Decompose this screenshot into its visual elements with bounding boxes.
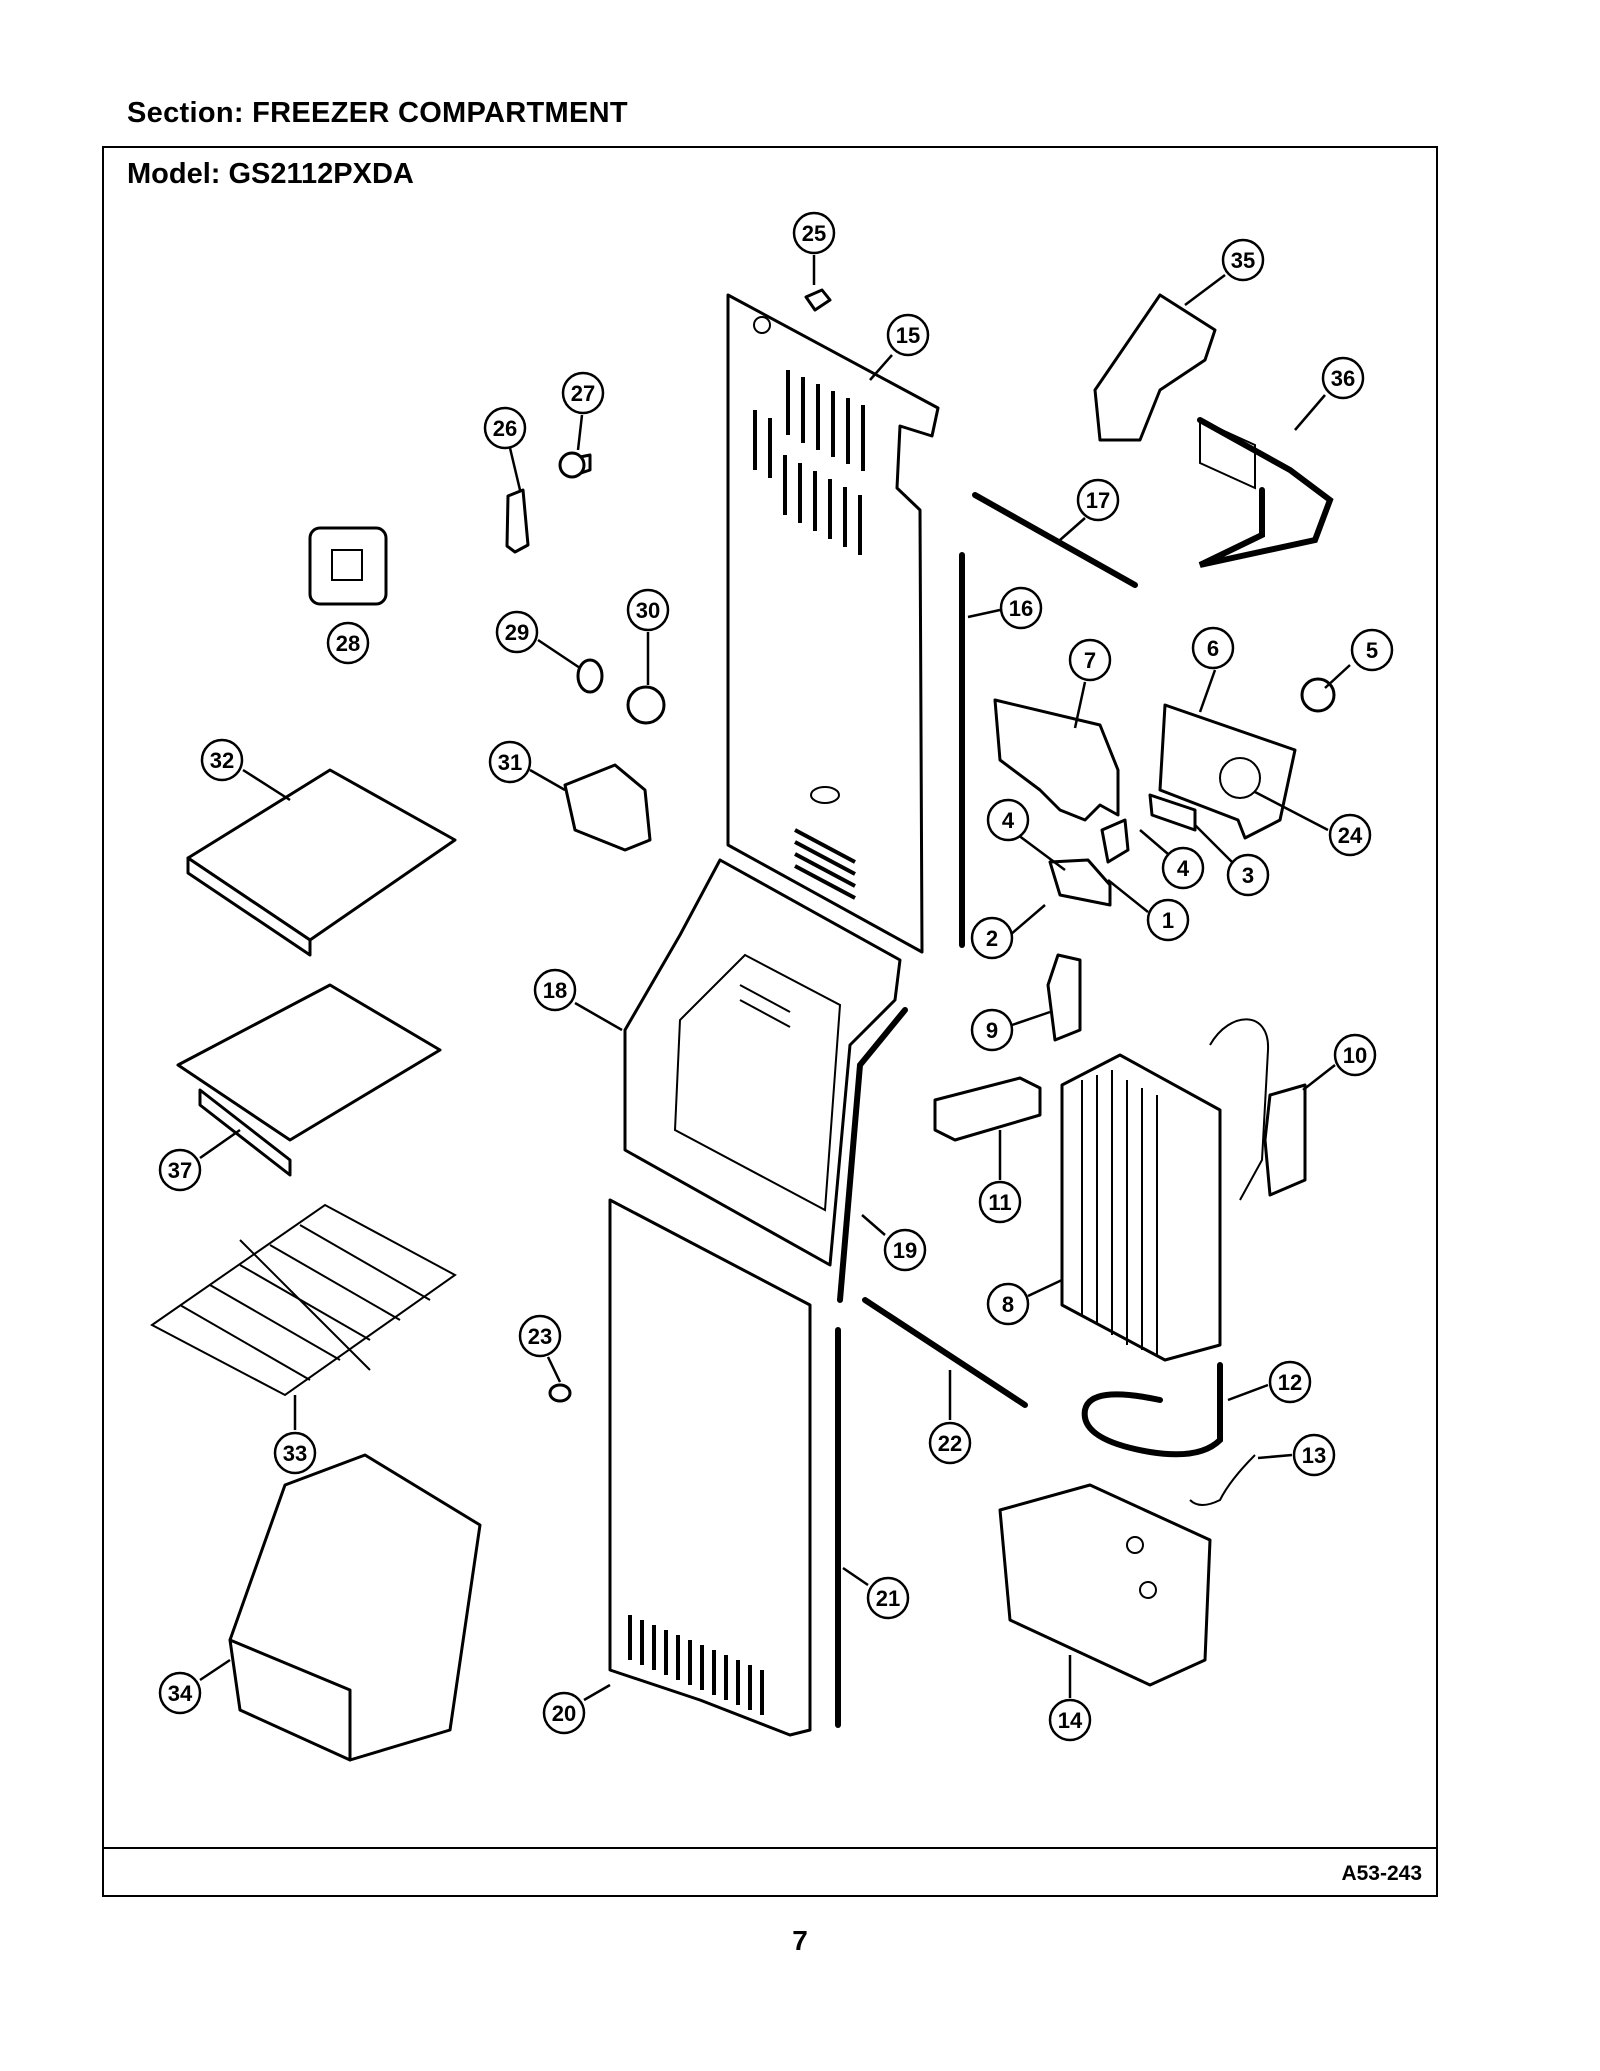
svg-text:2: 2 <box>986 926 998 951</box>
svg-text:14: 14 <box>1058 1708 1083 1733</box>
callout-4: 4 <box>986 798 1066 872</box>
svg-text:25: 25 <box>802 221 826 246</box>
svg-text:24: 24 <box>1338 823 1363 848</box>
callout-30: 30 <box>626 588 670 685</box>
callout-2: 2 <box>970 904 1046 960</box>
svg-text:34: 34 <box>168 1681 193 1706</box>
callout-14: 14 <box>1048 1655 1092 1742</box>
callout-5: 5 <box>1324 628 1394 689</box>
callout-34: 34 <box>158 1658 231 1715</box>
section-title: Section: FREEZER COMPARTMENT <box>127 97 628 129</box>
part-lower-panel <box>608 1198 812 1737</box>
svg-text:35: 35 <box>1231 248 1255 273</box>
svg-text:33: 33 <box>283 1441 307 1466</box>
callout-20: 20 <box>542 1683 611 1735</box>
callout-10: 10 <box>1302 1033 1377 1091</box>
footer-divider <box>102 1847 1438 1849</box>
callout-22: 22 <box>928 1370 972 1465</box>
svg-text:26: 26 <box>493 416 517 441</box>
callout-27: 27 <box>561 371 605 451</box>
svg-text:29: 29 <box>505 620 529 645</box>
callout-15: 15 <box>869 313 930 381</box>
svg-text:4: 4 <box>1177 856 1190 881</box>
part-evaporator <box>1060 1018 1270 1362</box>
diagram-code: A53-243 <box>1341 1862 1422 1885</box>
svg-text:27: 27 <box>571 381 595 406</box>
callout-33: 33 <box>273 1395 317 1475</box>
svg-text:8: 8 <box>1002 1292 1014 1317</box>
svg-text:13: 13 <box>1302 1443 1326 1468</box>
part-left-accessories <box>150 451 666 1762</box>
svg-text:18: 18 <box>543 978 567 1003</box>
callout-9: 9 <box>970 1008 1051 1052</box>
callout-11: 11 <box>978 1130 1022 1224</box>
svg-text:4: 4 <box>1002 808 1015 833</box>
part-seal-strips <box>835 492 1138 1728</box>
svg-text:19: 19 <box>893 1238 917 1263</box>
callout-21: 21 <box>842 1566 910 1620</box>
callout-32: 32 <box>200 738 291 802</box>
svg-text:31: 31 <box>498 750 522 775</box>
svg-text:37: 37 <box>168 1158 192 1183</box>
callout-8: 8 <box>986 1278 1063 1326</box>
svg-text:11: 11 <box>988 1190 1011 1215</box>
callout-23: 23 <box>518 1314 562 1383</box>
part-brackets <box>933 953 1307 1197</box>
svg-text:21: 21 <box>876 1586 900 1611</box>
svg-text:6: 6 <box>1207 636 1219 661</box>
callout-18: 18 <box>533 968 623 1032</box>
svg-text:3: 3 <box>1242 863 1254 888</box>
svg-text:7: 7 <box>1084 648 1096 673</box>
svg-text:12: 12 <box>1278 1370 1302 1395</box>
page-number: 7 <box>792 1925 808 1956</box>
diagram-frame <box>102 146 1438 1897</box>
svg-text:28: 28 <box>336 631 360 656</box>
callout-16: 16 <box>967 586 1043 630</box>
svg-text:23: 23 <box>528 1324 552 1349</box>
part-top-brackets <box>804 288 1334 568</box>
callout-25: 25 <box>792 211 836 285</box>
svg-text:9: 9 <box>986 1018 998 1043</box>
callout-4b: 4 <box>1139 829 1205 890</box>
svg-text:15: 15 <box>896 323 920 348</box>
part-defrost-parts <box>998 1362 1256 1687</box>
svg-text:17: 17 <box>1086 488 1110 513</box>
callout-28: 28 <box>326 621 370 665</box>
svg-text:20: 20 <box>552 1701 576 1726</box>
svg-text:30: 30 <box>636 598 660 623</box>
part-fan-assembly <box>993 677 1336 907</box>
callout-7: 7 <box>1068 638 1112 729</box>
callout-29: 29 <box>495 610 581 670</box>
part-evaporator-cover-upper <box>726 293 940 954</box>
callout-12: 12 <box>1227 1360 1312 1404</box>
callout-1: 1 <box>1107 879 1190 942</box>
callout-13: 13 <box>1257 1433 1336 1477</box>
svg-text:16: 16 <box>1009 596 1033 621</box>
svg-text:1: 1 <box>1162 908 1174 933</box>
callout-17: 17 <box>1059 478 1120 541</box>
callout-3: 3 <box>1194 824 1270 897</box>
svg-text:10: 10 <box>1343 1043 1367 1068</box>
svg-text:36: 36 <box>1331 366 1355 391</box>
callout-31: 31 <box>488 740 566 792</box>
callout-35: 35 <box>1184 238 1265 306</box>
svg-text:5: 5 <box>1366 638 1378 663</box>
callout-24: 24 <box>1254 790 1372 857</box>
part-air-duct <box>623 858 902 1267</box>
callout-6: 6 <box>1191 626 1235 713</box>
callout-19: 19 <box>861 1214 927 1272</box>
callout-37: 37 <box>158 1128 241 1192</box>
svg-text:22: 22 <box>938 1431 962 1456</box>
callout-26: 26 <box>483 406 527 491</box>
callout-36: 36 <box>1294 356 1365 431</box>
model-title: Model: GS2112PXDA <box>127 158 414 190</box>
svg-text:32: 32 <box>210 748 234 773</box>
